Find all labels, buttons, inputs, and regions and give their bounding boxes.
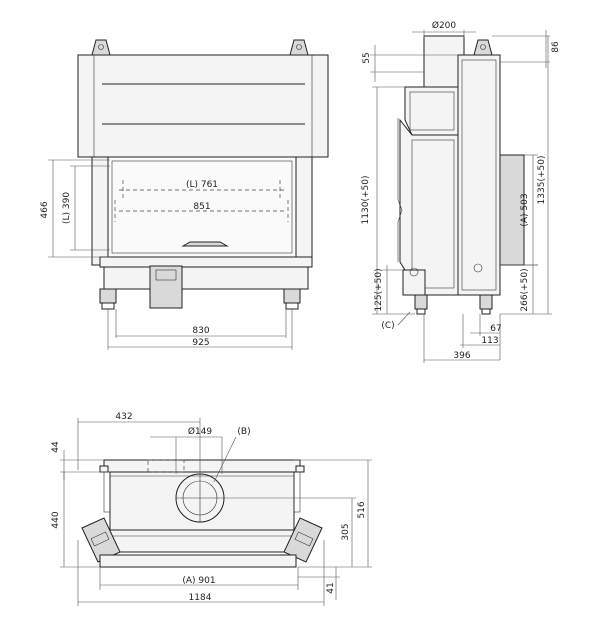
dim-dia149: Ø149: [188, 426, 213, 437]
dim-55: 55: [362, 52, 372, 63]
bracket-left: [81, 517, 121, 563]
dim-830: 830: [192, 326, 209, 336]
dim-516: 516: [357, 501, 367, 518]
dim-l761: (L) 761: [186, 180, 218, 190]
dim-305: 305: [341, 523, 351, 540]
lifting-lug-right: [289, 39, 309, 56]
dim-dia200: Ø200: [432, 20, 457, 31]
front-hood: [77, 54, 329, 158]
dim-266: 266(+50): [520, 268, 530, 311]
dim-86: 86: [551, 41, 561, 53]
dim-396: 396: [453, 351, 470, 361]
label-b: (B): [237, 427, 250, 437]
label-c: (C): [381, 321, 394, 331]
dim-125: 125(+50): [374, 268, 384, 311]
dim-851: 851: [193, 202, 210, 212]
top-view: 432 Ø149 (B) 44 440 305 516 41: [51, 412, 372, 606]
front-glass-door: [107, 156, 297, 258]
dim-l390: (L) 390: [62, 192, 72, 224]
dim-440: 440: [51, 511, 61, 528]
front-view: 466 (L) 390 (L) 761 851 830 925: [40, 39, 329, 350]
side-view: Ø200 55 86 1130(+50) 125(+50) (C) (A) 50…: [361, 20, 561, 363]
dim-a503: (A) 503: [520, 193, 530, 226]
dim-925: 925: [192, 338, 209, 348]
dim-a901: (A) 901: [182, 576, 215, 586]
lifting-lug-left: [91, 39, 111, 56]
air-inlet: [149, 265, 183, 309]
top-main-body: [109, 471, 295, 531]
dim-67: 67: [490, 324, 501, 334]
dim-466: 466: [40, 201, 50, 218]
dim-1335: 1335(+50): [537, 156, 547, 205]
dim-432: 432: [115, 412, 132, 422]
dim-44: 44: [51, 441, 61, 453]
dim-1184: 1184: [189, 593, 212, 603]
bracket-right: [283, 517, 323, 563]
dim-1130: 1130(+50): [361, 176, 371, 225]
side-rear-body: [457, 54, 501, 296]
door-handle: [181, 241, 229, 247]
top-rim: [103, 459, 301, 473]
front-bar: [105, 529, 299, 553]
dim-41: 41: [326, 582, 336, 593]
dim-113: 113: [481, 336, 498, 346]
